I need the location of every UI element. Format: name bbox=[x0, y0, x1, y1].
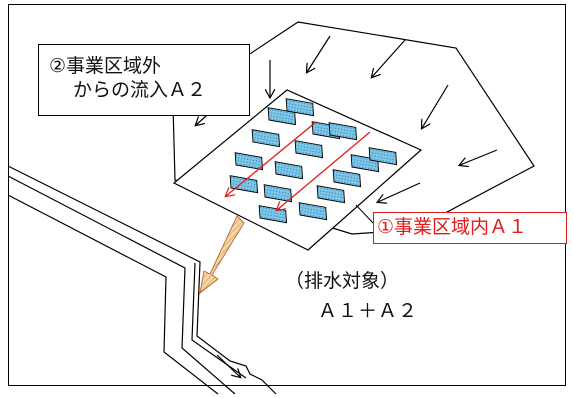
arrow-icon bbox=[226, 121, 317, 196]
solar-panel-icon bbox=[274, 161, 304, 180]
arrow-icon bbox=[307, 35, 331, 72]
solar-panel-icon bbox=[285, 98, 315, 117]
arrow-icon bbox=[216, 354, 240, 377]
outside-area-label-line2: からの流入Ａ２ bbox=[73, 78, 207, 101]
solar-panel-icon bbox=[263, 184, 293, 203]
arrow-icon bbox=[378, 182, 421, 202]
arrow-icon bbox=[277, 131, 371, 210]
drainage-sum-label: Ａ１＋Ａ２ bbox=[318, 300, 419, 322]
solar-panel-icon bbox=[298, 202, 328, 221]
solar-panel-icon bbox=[368, 147, 398, 166]
solar-panel-icon bbox=[251, 129, 281, 148]
arrow-icon bbox=[422, 84, 449, 128]
solar-panel-array bbox=[229, 98, 398, 224]
outflow-arrow-icon bbox=[199, 215, 245, 295]
solar-panel-icon bbox=[234, 152, 264, 171]
solar-panel-icon bbox=[328, 122, 358, 141]
solar-panel-icon bbox=[294, 140, 324, 159]
inflow-arrows bbox=[196, 35, 498, 202]
outside-area-label-line1: ②事業区域外 bbox=[49, 55, 162, 77]
arrow-icon bbox=[372, 39, 406, 77]
solar-panel-icon bbox=[332, 169, 362, 188]
drainage-target-label: （排水対象） bbox=[285, 270, 400, 292]
solar-panel-icon bbox=[229, 175, 259, 194]
river-channel bbox=[7, 165, 277, 395]
inside-area-label-text: ①事業区域内Ａ１ bbox=[377, 216, 528, 238]
inside-area-label: ①事業区域内Ａ１ bbox=[373, 212, 567, 244]
arrow-icon bbox=[460, 149, 498, 165]
solar-panel-icon bbox=[316, 185, 346, 204]
leader-line bbox=[355, 204, 375, 225]
outside-area-label: ②事業区域外 からの流入Ａ２ bbox=[38, 44, 250, 116]
